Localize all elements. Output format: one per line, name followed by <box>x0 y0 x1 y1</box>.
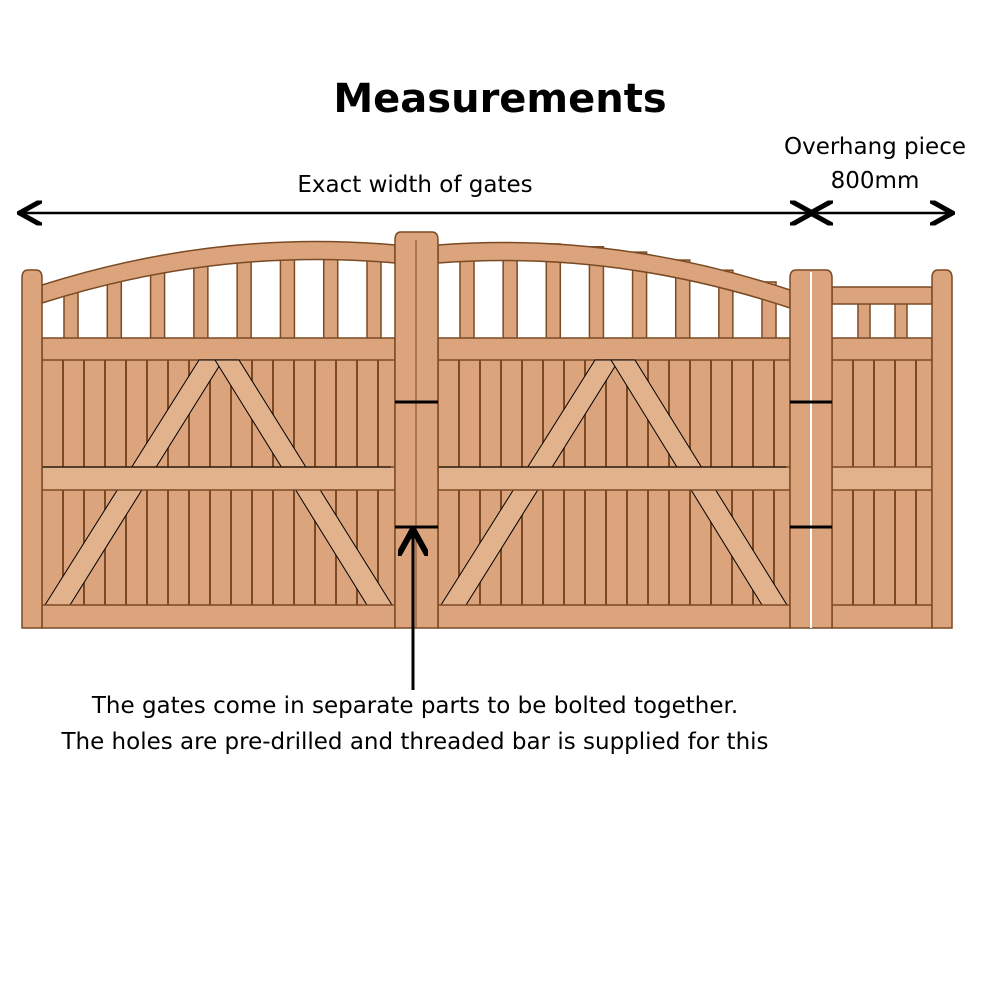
top-rail <box>437 337 791 361</box>
assembly-note: The gates come in separate parts to be b… <box>0 688 830 760</box>
overhang-label: Overhang piece 800mm <box>775 130 975 198</box>
gate-width-label: Exact width of gates <box>297 172 533 198</box>
overhang-opening <box>832 303 932 343</box>
bottom-rail <box>41 604 396 629</box>
arched-top-rail <box>41 240 396 305</box>
middle-rail <box>437 466 791 491</box>
overhang-middle-rail <box>831 466 933 491</box>
overhang-spindle <box>857 302 871 342</box>
bottom-rail <box>437 604 791 629</box>
overhang-top-rail <box>831 286 933 305</box>
middle-rail <box>41 466 396 491</box>
arched-top-rail <box>437 241 791 310</box>
assembly-note-line-2: The holes are pre-drilled and threaded b… <box>61 729 769 755</box>
diagram-title: Measurements <box>333 76 667 122</box>
overhang-bottom-rail <box>831 604 933 629</box>
overhang-spindle <box>894 302 908 342</box>
overhang-size: 800mm <box>830 168 920 194</box>
assembly-note-line-1: The gates come in separate parts to be b… <box>91 693 739 719</box>
overhang-rail <box>831 337 933 361</box>
top-rail <box>41 337 396 361</box>
overhang-label-text: Overhang piece <box>783 134 966 160</box>
left-hinge-post <box>21 269 43 629</box>
right-end-post <box>931 269 953 629</box>
